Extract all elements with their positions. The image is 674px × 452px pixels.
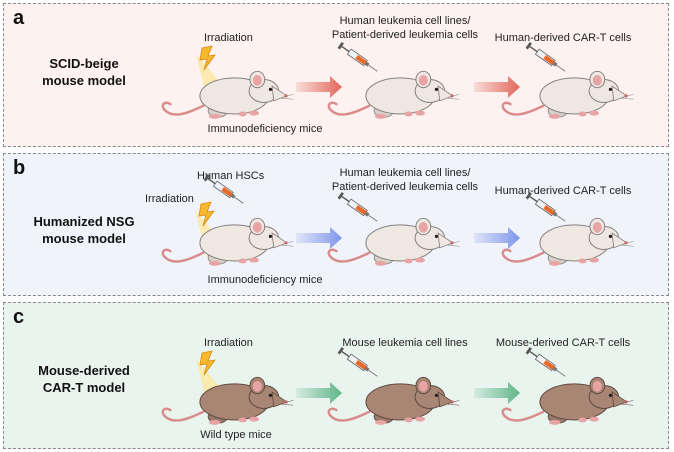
- mouse-icon: [161, 376, 294, 425]
- mouse-icon: [161, 217, 294, 266]
- syringe-icon: [337, 347, 378, 377]
- panel-letter: b: [13, 157, 26, 179]
- syringe-icon: [337, 42, 378, 72]
- model-title-line: Mouse-derived: [38, 363, 130, 378]
- model-title: Mouse-derived CAR-T model: [24, 362, 144, 396]
- panel-letter: c: [13, 306, 25, 328]
- injection-label-line1: Human leukemia cell lines/: [339, 15, 471, 27]
- irradiation-label: Irradiation: [204, 32, 253, 44]
- mouse-icon: [327, 70, 460, 119]
- model-title-line: mouse model: [42, 231, 126, 246]
- panel-illustration: [161, 174, 634, 266]
- right-arrow-icon: [296, 227, 342, 249]
- syringe-icon: [337, 192, 378, 222]
- car-t-label: Human-derived CAR-T cells: [494, 32, 632, 44]
- model-title: SCID-beige mouse model: [24, 55, 144, 89]
- right-arrow-icon: [474, 227, 520, 249]
- syringe-icon: [203, 174, 244, 204]
- irradiation-label: Irradiation: [204, 337, 253, 349]
- panel-letter: a: [13, 7, 25, 29]
- model-title: Humanized NSG mouse model: [24, 213, 144, 247]
- model-title-line: Humanized NSG: [33, 214, 135, 229]
- right-arrow-icon: [296, 382, 342, 404]
- injection-label-line2: Patient-derived leukemia cells: [331, 181, 479, 193]
- syringe-icon: [525, 42, 566, 72]
- injection-label-line2: Patient-derived leukemia cells: [331, 29, 479, 41]
- mouse-icon: [501, 376, 634, 425]
- irradiation-label: Irradiation: [145, 193, 194, 205]
- panel-illustration: [161, 347, 634, 425]
- mouse-icon: [327, 376, 460, 425]
- mouse-icon: [327, 217, 460, 266]
- hsc-label: Human HSCs: [197, 170, 265, 182]
- injection-label-line1: Human leukemia cell lines/: [339, 167, 471, 179]
- right-arrow-icon: [296, 76, 342, 98]
- mouse-icon: [501, 70, 634, 119]
- model-title-line: CAR-T model: [42, 380, 126, 395]
- mouse-icon: [501, 217, 634, 266]
- car-t-label: Mouse-derived CAR-T cells: [495, 337, 631, 349]
- panel-scid-beige: a SCID-beige mouse model Irradiation Hum…: [3, 3, 669, 147]
- mouse-icon: [161, 70, 294, 119]
- model-title-line: mouse model: [42, 73, 126, 88]
- injection-label: Mouse leukemia cell lines: [342, 337, 468, 349]
- mice-type-label: Wild type mice: [200, 429, 272, 441]
- syringe-icon: [525, 192, 566, 222]
- mice-type-label: Immunodeficiency mice: [207, 123, 323, 135]
- syringe-icon: [525, 347, 566, 377]
- model-title-line: SCID-beige: [49, 56, 119, 71]
- panel-humanized-nsg: b Humanized NSG mouse model Human HSCs I…: [3, 153, 669, 296]
- mice-type-label: Immunodeficiency mice: [207, 274, 323, 286]
- panel-illustration: [161, 42, 634, 119]
- panel-mouse-derived: c Mouse-derived CAR-T model Irradiation …: [3, 302, 669, 449]
- right-arrow-icon: [474, 76, 520, 98]
- right-arrow-icon: [474, 382, 520, 404]
